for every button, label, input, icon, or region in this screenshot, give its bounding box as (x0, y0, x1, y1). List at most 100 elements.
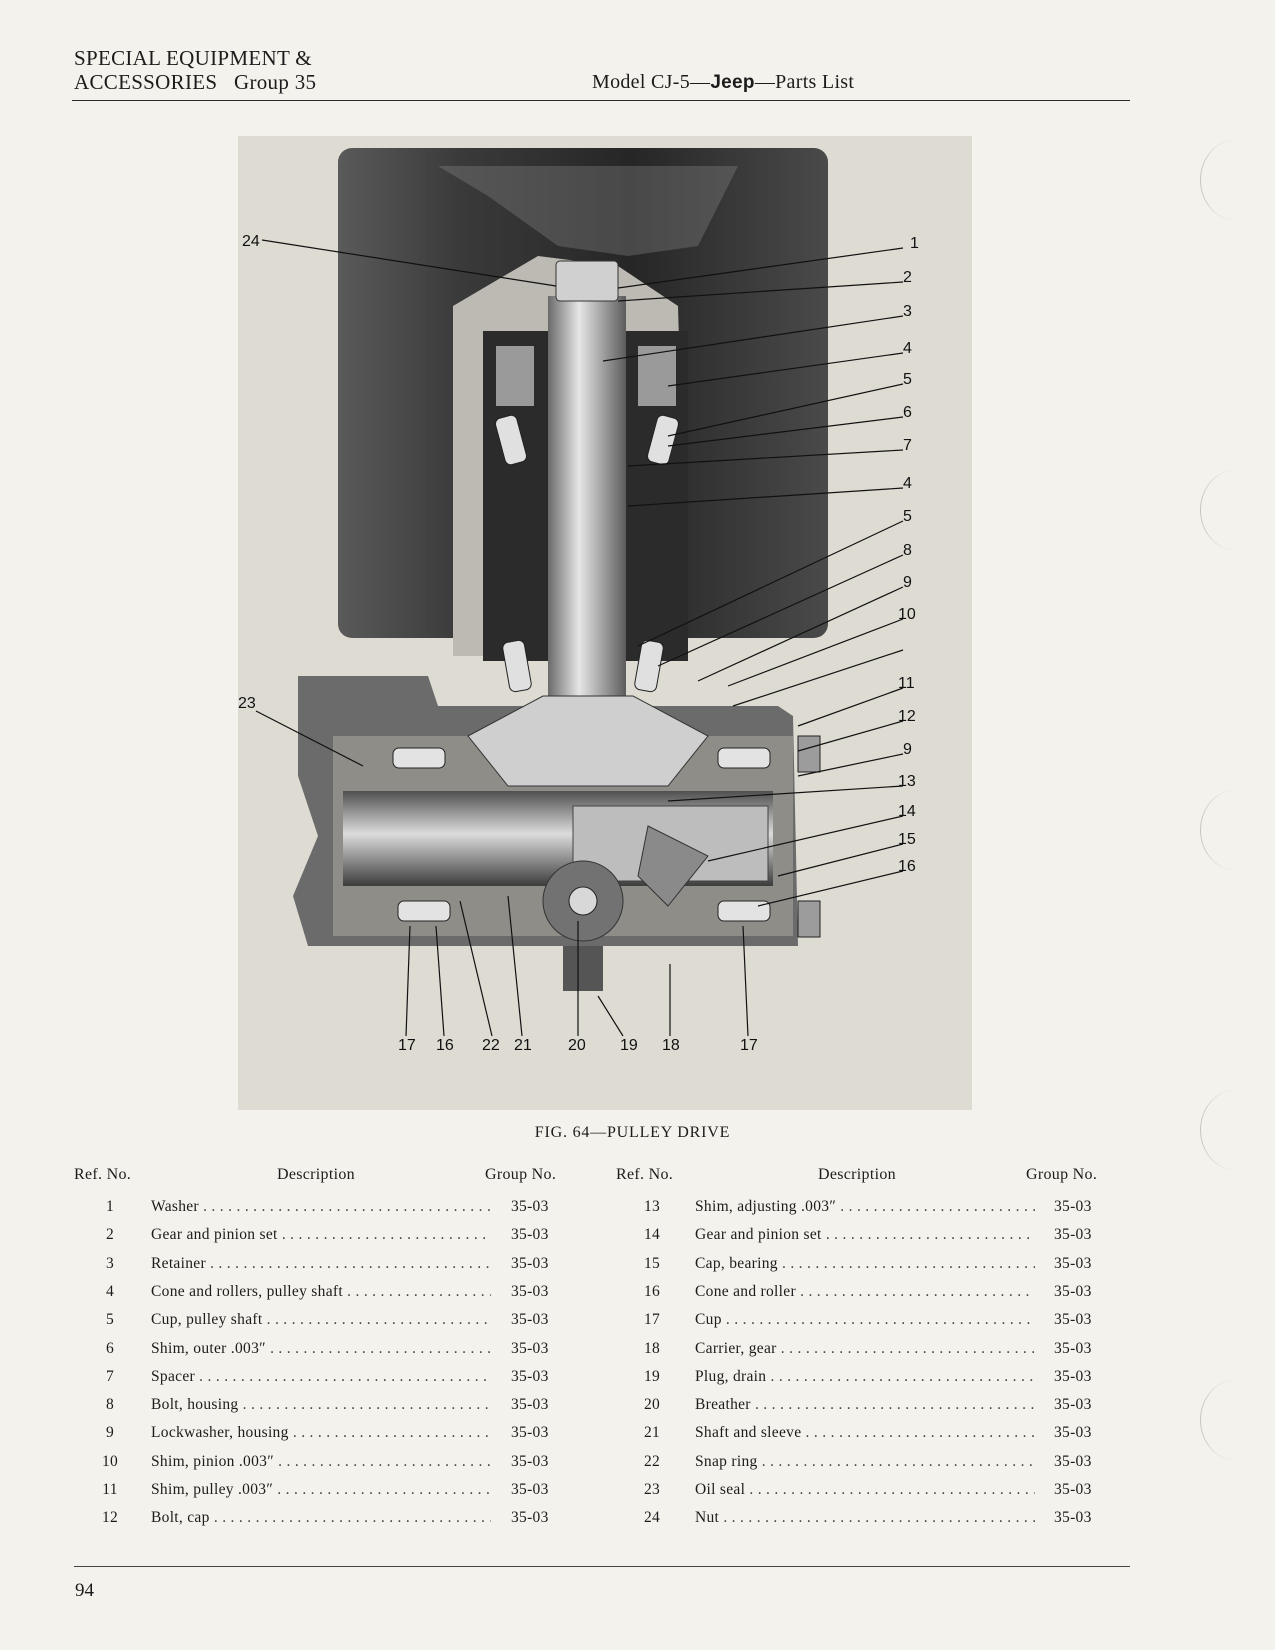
part-description: Bolt, cap . . . . . . . . . . . . . . . … (151, 1509, 491, 1527)
leader-dots: . . . . . . . . . . . . . . . . . . . . … (749, 1481, 1035, 1498)
callout-17-left: 17 (398, 1037, 416, 1054)
binder-hole (1200, 1090, 1271, 1170)
part-description: Washer . . . . . . . . . . . . . . . . .… (151, 1198, 491, 1216)
callout-18: 18 (662, 1037, 680, 1054)
leader-dots: . . . . . . . . . . . . . . . . . . . . … (347, 1283, 491, 1300)
part-ref-number: 13 (643, 1198, 661, 1215)
model-label: Model CJ-5— (592, 71, 711, 93)
callout-11: 11 (898, 675, 915, 692)
leader-dots: . . . . . . . . . . . . . . . . . . . . … (723, 1509, 1035, 1526)
part-description: Oil seal . . . . . . . . . . . . . . . .… (695, 1481, 1035, 1499)
part-description-text: Bolt, cap (151, 1509, 210, 1526)
col-head-group-right: Group No. (1026, 1166, 1098, 1183)
callout-14: 14 (898, 803, 916, 820)
part-description-text: Gear and pinion set (695, 1226, 822, 1243)
callout-17-right: 17 (740, 1037, 758, 1054)
binder-hole (1200, 1380, 1271, 1460)
part-ref-number: 16 (643, 1283, 661, 1300)
leader-dots: . . . . . . . . . . . . . . . . . . . . … (270, 1340, 491, 1357)
part-description-text: Cone and rollers, pulley shaft (151, 1283, 343, 1300)
part-description-text: Retainer (151, 1255, 206, 1272)
callout-1: 1 (910, 235, 919, 252)
leader-dots: . . . . . . . . . . . . . . . . . . . . … (754, 1396, 1035, 1413)
part-description: Retainer . . . . . . . . . . . . . . . .… (151, 1255, 491, 1273)
binder-hole (1200, 140, 1271, 220)
part-group-number: 35-03 (1054, 1311, 1092, 1328)
part-description-text: Nut (695, 1509, 720, 1526)
leader-dots: . . . . . . . . . . . . . . . . . . . . … (805, 1424, 1035, 1441)
col-head-ref-left: Ref. No. (74, 1166, 132, 1183)
part-group-number: 35-03 (1054, 1226, 1092, 1243)
part-group-number: 35-03 (511, 1311, 549, 1328)
part-group-number: 35-03 (1054, 1453, 1092, 1470)
part-description-text: Shim, pulley .003″ (151, 1481, 274, 1498)
callout-15: 15 (898, 831, 916, 848)
callout-9-lower: 9 (903, 741, 912, 758)
part-group-number: 35-03 (511, 1509, 549, 1526)
part-ref-number: 19 (643, 1368, 661, 1385)
part-ref-number: 3 (105, 1255, 115, 1272)
part-description-text: Shim, outer .003″ (151, 1340, 266, 1357)
part-description-text: Gear and pinion set (151, 1226, 278, 1243)
part-description-text: Bolt, housing (151, 1396, 239, 1413)
callout-8: 8 (903, 542, 912, 559)
part-ref-number: 21 (643, 1424, 661, 1441)
callout-10: 10 (898, 606, 916, 623)
callout-2: 2 (903, 269, 912, 286)
part-group-number: 35-03 (1054, 1198, 1092, 1215)
model-title: Model CJ-5—Jeep—Parts List (592, 71, 854, 94)
callout-24: 24 (242, 233, 260, 250)
pulley-drive-cutaway-drawing: 1 2 3 4 5 6 7 4 5 8 9 10 11 12 9 13 14 1… (238, 148, 919, 1054)
leader-dots: . . . . . . . . . . . . . . . . . . . . … (292, 1424, 491, 1441)
callout-9: 9 (903, 574, 912, 591)
part-description-text: Plug, drain (695, 1368, 767, 1385)
part-description-text: Washer (151, 1198, 199, 1215)
callout-6: 6 (903, 404, 912, 421)
part-group-number: 35-03 (511, 1198, 549, 1215)
binder-hole (1200, 470, 1271, 550)
part-ref-number: 5 (105, 1311, 115, 1328)
part-description: Cone and roller . . . . . . . . . . . . … (695, 1283, 1035, 1301)
callout-7: 7 (903, 437, 912, 454)
part-description-text: Cup (695, 1311, 722, 1328)
part-ref-number: 2 (105, 1226, 115, 1243)
part-description-text: Carrier, gear (695, 1340, 777, 1357)
leader-dots: . . . . . . . . . . . . . . . . . . . . … (840, 1198, 1035, 1215)
part-description-text: Shaft and sleeve (695, 1424, 802, 1441)
col-head-desc-right: Description (818, 1166, 896, 1183)
part-description: Carrier, gear . . . . . . . . . . . . . … (695, 1340, 1035, 1358)
part-group-number: 35-03 (511, 1255, 549, 1272)
part-ref-number: 9 (105, 1424, 115, 1441)
part-group-number: 35-03 (511, 1396, 549, 1413)
part-description-text: Lockwasher, housing (151, 1424, 289, 1441)
part-ref-number: 6 (105, 1340, 115, 1357)
part-group-number: 35-03 (511, 1368, 549, 1385)
leader-dots: . . . . . . . . . . . . . . . . . . . . … (213, 1509, 491, 1526)
part-description: Spacer . . . . . . . . . . . . . . . . .… (151, 1368, 491, 1386)
callout-4: 4 (903, 340, 912, 357)
callout-3: 3 (903, 303, 912, 320)
part-ref-number: 15 (643, 1255, 661, 1272)
part-group-number: 35-03 (1054, 1396, 1092, 1413)
callout-23: 23 (238, 695, 256, 712)
part-group-number: 35-03 (1054, 1340, 1092, 1357)
pulley-drive-illustration: 1 2 3 4 5 6 7 4 5 8 9 10 11 12 9 13 14 1… (238, 136, 972, 1110)
section-title: SPECIAL EQUIPMENT & ACCESSORIES Group 35 (74, 46, 316, 94)
part-group-number: 35-03 (511, 1226, 549, 1243)
part-ref-number: 17 (643, 1311, 661, 1328)
part-description: Cap, bearing . . . . . . . . . . . . . .… (695, 1255, 1035, 1273)
part-ref-number: 14 (643, 1226, 661, 1243)
part-description: Cup, pulley shaft . . . . . . . . . . . … (151, 1311, 491, 1329)
part-group-number: 35-03 (1054, 1255, 1092, 1272)
callout-16-bottom: 16 (436, 1037, 454, 1054)
part-group-number: 35-03 (511, 1453, 549, 1470)
part-description-text: Breather (695, 1396, 751, 1413)
section-title-line-1: SPECIAL EQUIPMENT & (74, 46, 312, 70)
part-description: Lockwasher, housing . . . . . . . . . . … (151, 1424, 491, 1442)
col-head-ref-right: Ref. No. (616, 1166, 674, 1183)
part-description: Shim, pulley .003″ . . . . . . . . . . .… (151, 1481, 491, 1499)
leader-dots: . . . . . . . . . . . . . . . . . . . . … (781, 1255, 1035, 1272)
callout-22: 22 (482, 1037, 500, 1054)
part-description-text: Spacer (151, 1368, 195, 1385)
leader-dots: . . . . . . . . . . . . . . . . . . . . … (770, 1368, 1036, 1385)
